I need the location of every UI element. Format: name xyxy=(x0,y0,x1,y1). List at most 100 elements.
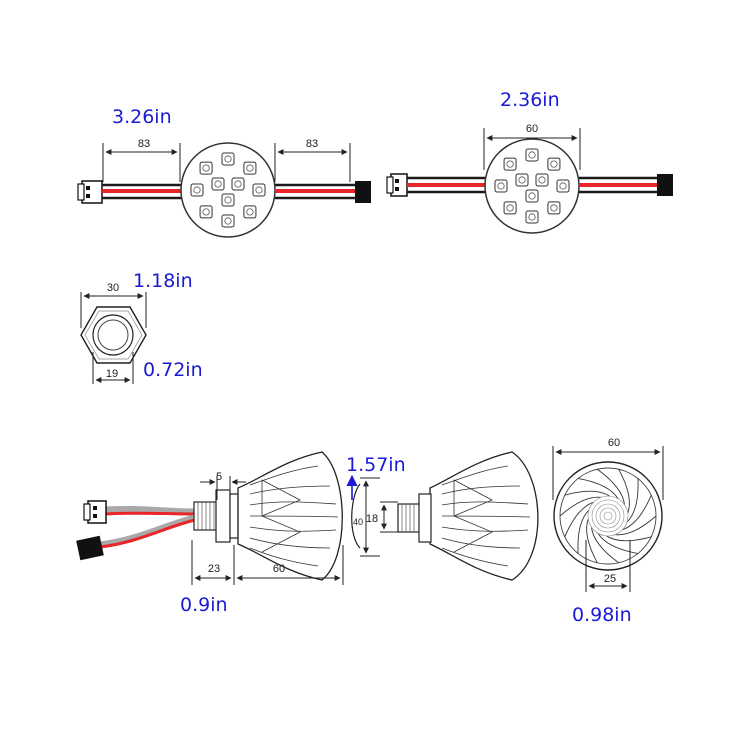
led-lens xyxy=(506,204,514,212)
heatsink-fin xyxy=(577,509,590,554)
connector-right xyxy=(355,181,371,203)
dim-left-83: 83 xyxy=(138,138,150,150)
dim-lines-bulb-side xyxy=(191,476,344,585)
led-lens xyxy=(202,164,210,172)
led-chip xyxy=(190,183,204,197)
led-chip xyxy=(525,189,539,203)
dim-30: 30 xyxy=(107,282,119,294)
led-chip xyxy=(547,201,561,215)
led-chip xyxy=(243,205,257,219)
led-chip xyxy=(503,201,517,215)
label-3-26in: 3.26in xyxy=(112,106,172,128)
label-1-57in: 1.57in xyxy=(346,454,406,476)
led-lens xyxy=(234,180,242,188)
top-right-module: 60 2.36in xyxy=(386,89,673,234)
top-left-module: 83 83 3.26in xyxy=(77,106,371,238)
dim-25: 25 xyxy=(604,573,616,585)
led-chip xyxy=(243,161,257,175)
dim-60-side: 60 xyxy=(273,563,285,575)
heatsink-fin xyxy=(597,468,626,505)
heatsink-fin xyxy=(622,494,652,531)
led-chip xyxy=(515,173,529,187)
led-chip xyxy=(252,183,266,197)
led-lens xyxy=(246,164,254,172)
heatsink-fin xyxy=(618,468,630,514)
bulb-body-mid xyxy=(429,451,539,581)
label-0-72in: 0.72in xyxy=(143,359,203,381)
label-2-36in: 2.36in xyxy=(500,89,560,111)
wires-left-2 xyxy=(407,176,486,194)
led-lens xyxy=(528,213,536,221)
led-chip xyxy=(221,193,235,207)
bulb-connector-top xyxy=(83,500,107,524)
led-lens xyxy=(202,208,210,216)
heatsink-fin xyxy=(606,535,652,542)
led-chip xyxy=(525,210,539,224)
dim-40: 40 xyxy=(353,517,363,527)
heatsink-fin xyxy=(586,518,598,564)
connector-right-2 xyxy=(657,174,673,196)
heatsink-fin xyxy=(597,533,639,554)
wires-right-2 xyxy=(579,176,658,194)
led-chip xyxy=(221,214,235,228)
dim-lines-bulb-mid xyxy=(346,474,398,557)
led-lens xyxy=(214,180,222,188)
led-lens xyxy=(497,182,505,190)
led-chip xyxy=(535,173,549,187)
led-lens xyxy=(528,151,536,159)
bulb-connector-bottom xyxy=(76,535,104,561)
wires-left xyxy=(102,183,182,200)
dim-19: 19 xyxy=(106,368,118,380)
label-0-9in: 0.9in xyxy=(180,594,228,616)
heatsink-fin xyxy=(559,496,601,517)
led-chip xyxy=(547,157,561,171)
led-chip xyxy=(231,177,245,191)
threaded-stem-mid xyxy=(397,493,432,543)
connector-left-2 xyxy=(386,173,408,197)
heatsink-fin xyxy=(577,478,619,499)
led-chip xyxy=(221,152,235,166)
led-chip xyxy=(525,148,539,162)
led-lens xyxy=(559,182,567,190)
led-lens xyxy=(528,192,536,200)
led-lens xyxy=(538,176,546,184)
bulb-cables xyxy=(99,505,196,549)
dim-5: 5 xyxy=(216,471,222,483)
heatsink-fin xyxy=(590,527,619,564)
dim-60-top: 60 xyxy=(526,123,538,135)
dim-18: 18 xyxy=(366,513,378,525)
led-lens xyxy=(246,208,254,216)
led-lens xyxy=(550,204,558,212)
dim-lines-top-left xyxy=(102,143,351,182)
heatsink-fin xyxy=(626,478,639,523)
led-chip xyxy=(211,177,225,191)
dim-right-83: 83 xyxy=(306,138,318,150)
dim-60-front: 60 xyxy=(608,437,620,449)
led-chip xyxy=(199,161,213,175)
led-chip xyxy=(199,205,213,219)
dim-lines-bulb-front xyxy=(552,446,664,592)
led-chip xyxy=(503,157,517,171)
label-0-98in: 0.98in xyxy=(572,604,632,626)
dim-lines-top-right xyxy=(483,128,581,170)
led-lens xyxy=(224,217,232,225)
bulb-side-view: 5 23 60 0.9in xyxy=(76,451,344,616)
bulb-body xyxy=(237,451,343,581)
led-lens xyxy=(193,186,201,194)
dim-23: 23 xyxy=(208,563,220,575)
led-lens xyxy=(518,176,526,184)
connector-left xyxy=(77,180,103,204)
heatsink-fin xyxy=(615,515,657,536)
led-chip xyxy=(556,179,570,193)
led-disc xyxy=(180,142,276,238)
bulb-front-view: 60 25 0.98in xyxy=(552,437,664,626)
led-chip xyxy=(494,179,508,193)
bulb-middle-view: 40 18 1.57in xyxy=(346,451,539,581)
lens-cap xyxy=(351,483,361,549)
wires-right xyxy=(275,183,355,200)
heatsink-fin xyxy=(564,501,594,538)
led-lens xyxy=(224,155,232,163)
hex-nut-view: 30 19 1.18in 0.72in xyxy=(80,270,203,384)
led-lens xyxy=(550,160,558,168)
